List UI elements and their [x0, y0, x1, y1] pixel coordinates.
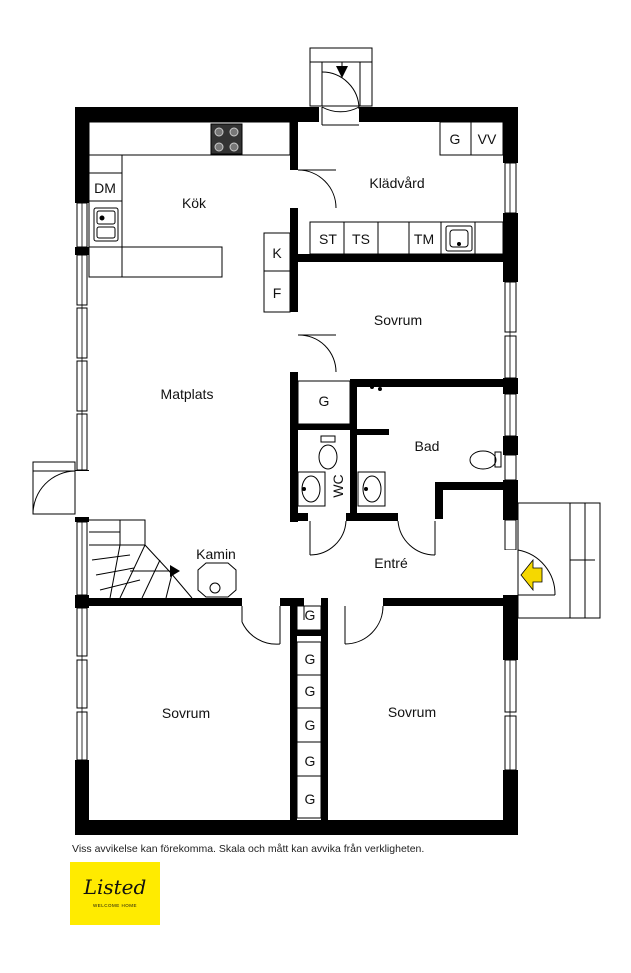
listed-logo: Listed WELCOME HOME [70, 862, 160, 925]
fixture-label-k: K [272, 245, 282, 261]
staircase [89, 519, 193, 599]
fixture-label-g-kladvard: G [450, 131, 461, 147]
stove-icon [210, 123, 243, 155]
fixture-label-st: ST [319, 231, 337, 247]
laundry-units [309, 121, 504, 255]
fixture-label-g-closet-5: G [305, 753, 316, 769]
toilet-icon [469, 450, 502, 470]
room-label-sovrum-left: Sovrum [162, 705, 210, 721]
fixture-label-g-closet-1: G [305, 607, 316, 623]
fixture-label-g-closet-2: G [305, 651, 316, 667]
washbasin-icon [445, 225, 473, 252]
top-entrance [309, 47, 373, 126]
hall-closet [297, 380, 351, 425]
left-exterior-door [32, 461, 89, 517]
logo-brand: Listed [83, 875, 147, 899]
fixture-label-g-closet-6: G [305, 791, 316, 807]
windows [75, 162, 518, 771]
room-label-entre: Entré [374, 555, 408, 571]
fixture-label-g-hall: G [319, 393, 330, 409]
stair-arrow-icon [170, 565, 180, 577]
room-label-matplats: Matplats [161, 386, 214, 402]
fireplace-icon [197, 562, 237, 598]
shower-drain-icon [370, 385, 382, 391]
fixture-label-g-closet-3: G [305, 683, 316, 699]
disclaimer-text: Viss avvikelse kan förekomma. Skala och … [72, 843, 425, 855]
fixture-label-f: F [273, 285, 282, 301]
kitchen-counters [88, 121, 291, 313]
fixture-label-dm: DM [94, 180, 116, 196]
interior-walls [89, 122, 503, 820]
room-label-bad: Bad [415, 438, 440, 454]
toilet-icon [318, 435, 338, 470]
room-label-kladvard: Klädvård [369, 175, 424, 191]
room-label-sovrum-top: Sovrum [374, 312, 422, 328]
washbasin-icon [297, 471, 386, 507]
room-label-wc: WC [330, 474, 346, 497]
room-label-kamin: Kamin [196, 546, 236, 562]
entry-door [503, 502, 601, 619]
logo-tagline: WELCOME HOME [92, 903, 137, 908]
sink-icon [93, 207, 119, 242]
floor-plan: Kök Klädvård Sovrum Matplats Bad WC Kami… [32, 47, 601, 835]
entry-arrow-icon [520, 558, 543, 592]
fixture-label-ts: TS [352, 231, 370, 247]
door-swings [241, 169, 436, 645]
room-label-sovrum-right: Sovrum [388, 704, 436, 720]
fixture-label-g-closet-4: G [305, 717, 316, 733]
room-label-kok: Kök [182, 195, 207, 211]
fixture-label-vv: VV [478, 131, 497, 147]
stair-arrow-icon [336, 66, 348, 78]
fixture-label-tm: TM [414, 231, 434, 247]
bedroom-closets [296, 605, 322, 819]
